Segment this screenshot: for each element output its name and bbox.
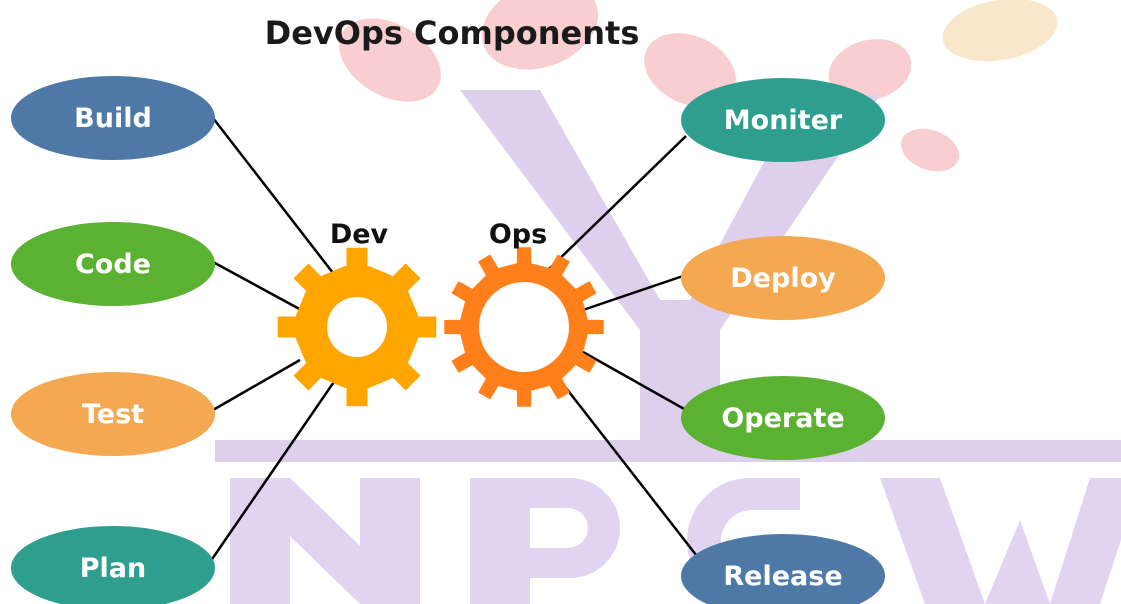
dev-gear (277, 247, 437, 407)
node-deploy-label: Deploy (730, 263, 836, 294)
watermark-leaf (339, 18, 441, 102)
watermark-leaf (481, 0, 599, 70)
node-operate-shape (681, 376, 885, 460)
diagram-title: DevOps Components (265, 14, 640, 52)
node-operate-label: Operate (721, 403, 844, 434)
watermark-letters (230, 478, 1121, 604)
node-build-label: Build (74, 103, 152, 134)
node-release-shape (681, 534, 885, 604)
node-moniter-shape (681, 78, 885, 162)
node-operate: Operate (681, 376, 885, 460)
node-deploy: Deploy (681, 236, 885, 320)
node-moniter-label: Moniter (724, 105, 843, 136)
node-plan-shape (11, 526, 215, 604)
node-moniter: Moniter (681, 78, 885, 162)
node-deploy-shape (681, 236, 885, 320)
node-build: Build (11, 76, 215, 160)
node-code-label: Code (75, 249, 151, 280)
watermark-band (215, 440, 1121, 462)
watermark-trunk (460, 90, 660, 330)
connector-code-dev (212, 260, 306, 314)
connectors (206, 117, 701, 566)
node-test-label: Test (82, 399, 144, 430)
dev-gear-icon (277, 247, 437, 407)
connector-operate-ops (582, 350, 687, 412)
node-plan: Plan (11, 526, 215, 604)
node-code: Code (11, 222, 215, 306)
connector-plan-dev (206, 375, 340, 566)
watermark-leaf (828, 39, 912, 101)
node-release-label: Release (723, 561, 842, 592)
node-build-shape (11, 76, 215, 160)
node-release: Release (681, 534, 885, 604)
ops-gear-label: Ops (489, 219, 547, 250)
dev-gear-label: Dev (330, 219, 389, 250)
connector-release-ops (565, 387, 701, 561)
connector-build-dev (212, 117, 341, 283)
connector-deploy-ops (582, 273, 687, 312)
node-code-shape (11, 222, 215, 306)
ops-gear (444, 247, 604, 407)
watermark-leaf (900, 128, 960, 172)
watermark-leaf (942, 0, 1058, 62)
connector-test-dev (212, 358, 301, 412)
connector-moniter-ops (547, 135, 687, 271)
node-test-shape (11, 372, 215, 456)
watermark-logo (215, 0, 1121, 604)
watermark-leaf (644, 33, 736, 107)
node-plan-label: Plan (80, 553, 147, 584)
node-test: Test (11, 372, 215, 456)
ops-gear-icon (444, 247, 604, 407)
